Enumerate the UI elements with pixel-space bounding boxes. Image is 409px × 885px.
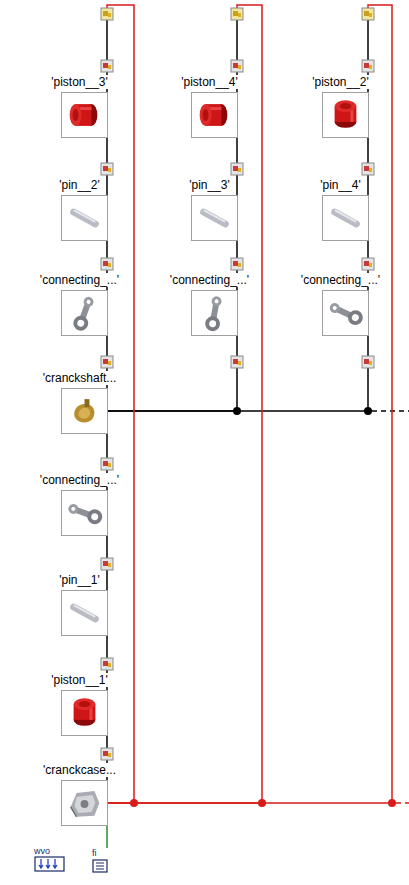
block-icon: [92, 858, 109, 874]
part-name: 'connecting_...': [169, 273, 250, 287]
joint-icon: [362, 163, 374, 175]
part-name: 'piston__1': [50, 673, 109, 687]
component-box: 'cranckcase...: [61, 780, 108, 826]
joint-icon: [101, 356, 113, 368]
joint-icon: [101, 8, 113, 20]
component-box: 'pin__1': [61, 590, 108, 636]
part-name: 'pin__2': [58, 178, 101, 192]
connection-wire: [107, 5, 396, 807]
part-illustration: [62, 291, 107, 335]
joint-icon: [231, 60, 243, 72]
part-illustration: [323, 196, 368, 240]
part-name: 'connecting_...': [300, 273, 381, 287]
component-box: 'connecting_...': [61, 290, 108, 336]
component-box: 'connecting_...': [322, 290, 369, 336]
joint-icon: [231, 356, 243, 368]
component-box: 'piston__2': [322, 92, 369, 138]
signal-block: fi: [92, 848, 109, 876]
part-illustration: [62, 196, 107, 240]
frame-wire: [107, 5, 262, 803]
block-name: wvo: [34, 846, 66, 856]
frame-wire: [107, 5, 392, 803]
part-illustration: [192, 93, 237, 137]
spacer: [396, 5, 409, 6]
joint-icon: [362, 258, 374, 270]
component-box: 'pin__2': [61, 195, 108, 241]
block-name: fi: [92, 848, 109, 858]
mechanical-wire: [107, 336, 237, 411]
part-name: 'piston__4': [180, 75, 239, 89]
frame-wire: [107, 5, 134, 803]
joint-icon: [101, 60, 113, 72]
component-box: 'piston__1': [61, 690, 108, 736]
part-name: 'pin__4': [319, 178, 362, 192]
joint-icon: [101, 558, 113, 570]
part-illustration: [192, 291, 237, 335]
part-illustration: [62, 591, 107, 635]
part-name: 'piston__3': [50, 75, 109, 89]
part-name: 'pin__3': [188, 178, 231, 192]
part-illustration: [323, 93, 368, 137]
joint-icon: [101, 658, 113, 670]
component-box: 'connecting_...': [61, 490, 108, 536]
mechanical-wire: [107, 336, 368, 411]
junction-dot: [364, 407, 372, 415]
joint-icon: [101, 163, 113, 175]
connection-wire: [107, 336, 241, 415]
part-illustration: [62, 691, 107, 735]
joint-icon: [101, 258, 113, 270]
part-illustration: [62, 389, 107, 433]
part-illustration: [323, 291, 368, 335]
connection-wire: [107, 826, 108, 848]
block-icon: [34, 856, 66, 872]
joint-icon: [362, 60, 374, 72]
part-illustration: [62, 93, 107, 137]
component-box: 'piston__3': [61, 92, 108, 138]
joint-icon: [362, 8, 374, 20]
junction-dot: [388, 799, 396, 807]
part-illustration: [62, 491, 107, 535]
connection-wire: [107, 5, 138, 807]
part-name: 'pin__1': [58, 573, 101, 587]
part-name: 'connecting_...': [39, 473, 120, 487]
component-box: 'piston__4': [191, 92, 238, 138]
signal-block: wvo: [34, 846, 66, 878]
part-illustration: [192, 196, 237, 240]
part-name: 'connecting_...': [39, 273, 120, 287]
component-box: 'pin__4': [322, 195, 369, 241]
part-name: 'cranckcase...: [42, 763, 117, 777]
bus-continuation: [372, 410, 409, 411]
connection-wire: [107, 5, 266, 807]
connection-wire: [107, 336, 372, 415]
joint-icon: [101, 458, 113, 470]
joint-icon: [231, 163, 243, 175]
joint-icon: [101, 748, 113, 760]
part-name: 'cranckshaft...: [42, 371, 118, 385]
joint-icon: [362, 356, 374, 368]
part-name: 'piston__2': [311, 75, 370, 89]
signal-wire: [106, 826, 108, 848]
part-illustration: [62, 781, 107, 825]
component-box: 'connecting_...': [191, 290, 238, 336]
component-box: 'pin__3': [191, 195, 238, 241]
joint-icon: [231, 8, 243, 20]
bus-continuation: [396, 802, 409, 804]
component-box: 'cranckshaft...: [61, 388, 108, 434]
joint-icon: [231, 258, 243, 270]
